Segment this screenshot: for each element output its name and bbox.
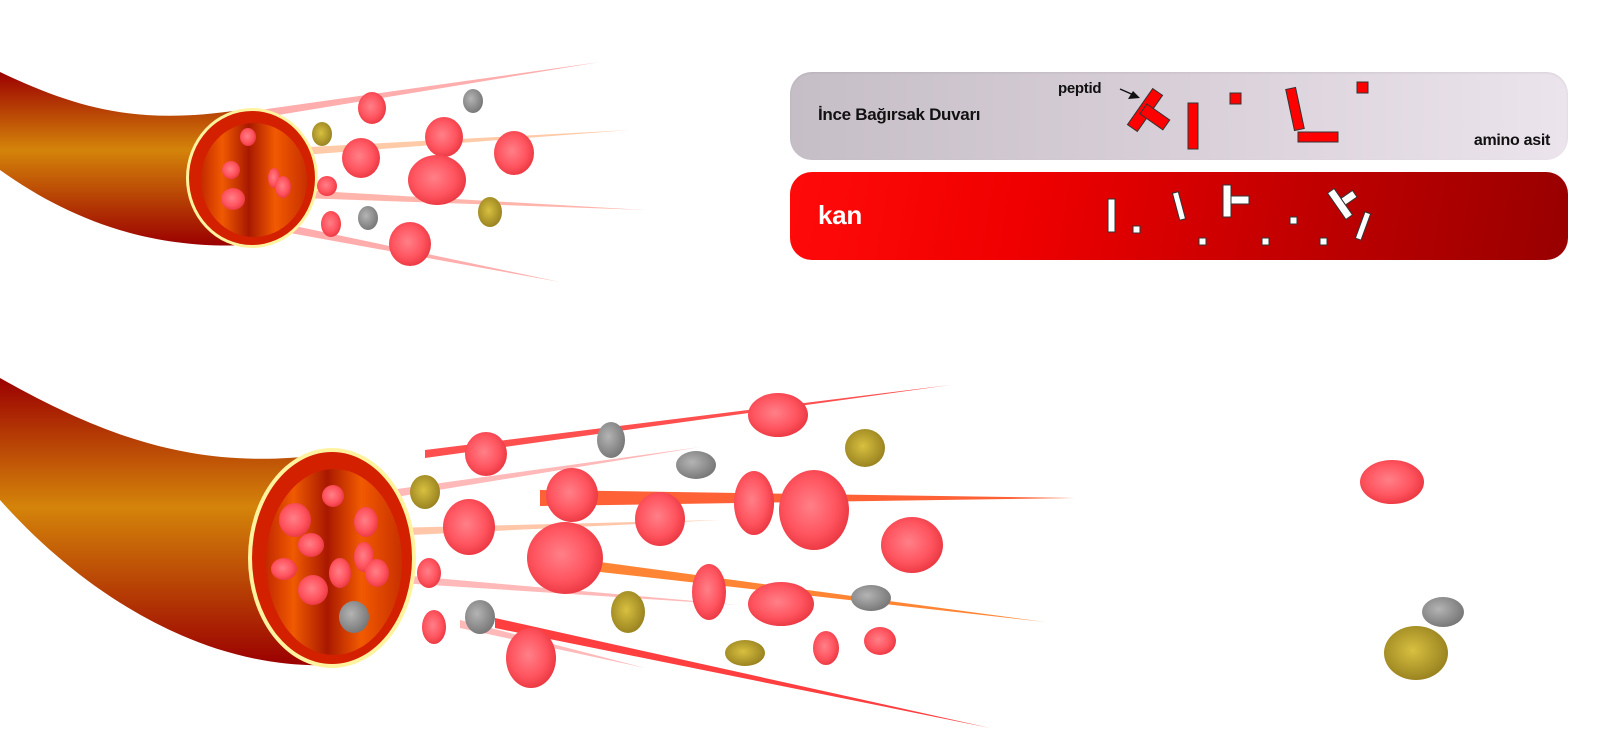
red-blood-cell — [417, 558, 441, 588]
white-blood-cell — [339, 601, 369, 633]
red-blood-cell — [734, 471, 774, 535]
white-blood-cell — [465, 600, 495, 634]
peptide-bar — [1107, 198, 1116, 233]
intestinal-wall-label: İnce Bağırsak Duvarı — [818, 105, 981, 124]
red-blood-cell — [321, 211, 341, 237]
top-outer-cells — [312, 89, 534, 266]
red-blood-cell — [494, 131, 534, 175]
red-blood-cell — [546, 468, 598, 522]
red-blood-cell — [279, 503, 311, 537]
platelet — [478, 197, 502, 227]
red-blood-cell — [322, 485, 344, 507]
peptide-bar — [1354, 211, 1372, 241]
white-blood-cell — [358, 206, 378, 230]
peptide-bar — [1187, 102, 1199, 150]
platelet — [845, 429, 885, 467]
red-blood-cell — [358, 92, 386, 124]
red-blood-cell — [354, 507, 378, 537]
bottom-outer-cells — [410, 393, 943, 688]
red-blood-cell — [425, 117, 463, 157]
platelet — [410, 475, 440, 509]
amino-acid-square — [1132, 225, 1141, 234]
amino-acid-square — [1356, 81, 1369, 94]
red-blood-cell — [881, 517, 943, 573]
red-blood-cell — [298, 575, 328, 605]
white-blood-cell — [597, 422, 625, 458]
red-blood-cell — [222, 161, 240, 179]
streak — [300, 190, 645, 210]
amino-acid-square — [1198, 237, 1207, 246]
red-blood-cell — [635, 492, 685, 546]
streak — [260, 62, 600, 118]
red-blood-cell — [342, 138, 380, 178]
platelet — [611, 591, 645, 633]
red-blood-cell — [813, 631, 839, 665]
blood-panel: kan — [790, 172, 1568, 260]
blood-fragments — [1107, 184, 1372, 246]
red-blood-cell — [275, 176, 291, 198]
peptide-t-fragment — [1326, 187, 1358, 221]
white-blood-cell — [851, 585, 891, 611]
red-blood-cell — [365, 559, 389, 587]
red-blood-cell — [389, 222, 431, 266]
peptide-bar — [1285, 86, 1305, 132]
red-blood-cell — [221, 188, 245, 210]
red-blood-cell — [692, 564, 726, 620]
platelet — [725, 640, 765, 666]
red-blood-cell — [465, 432, 507, 476]
white-blood-cell — [1422, 597, 1464, 627]
red-blood-cell — [506, 628, 556, 688]
streak — [425, 385, 950, 458]
red-blood-cell — [298, 533, 324, 557]
wall-fragments — [1119, 81, 1369, 150]
red-blood-cell — [422, 610, 446, 644]
peptide-arrow-icon — [1119, 88, 1140, 99]
red-blood-cell — [864, 627, 896, 655]
lone-cells — [1360, 460, 1464, 680]
red-blood-cell — [271, 558, 297, 580]
top-vessel-tube — [0, 72, 250, 246]
bottom-vessel-tube — [0, 378, 330, 666]
intestinal-wall-panel: İnce Bağırsak Duvarı peptid amino asit — [790, 72, 1568, 160]
white-blood-cell — [676, 451, 716, 479]
peptide-bar — [1297, 131, 1339, 143]
blood-label: kan — [818, 200, 862, 230]
red-blood-cell — [1360, 460, 1424, 504]
platelet — [312, 122, 332, 146]
red-blood-cell — [408, 155, 466, 205]
streak — [600, 562, 1045, 622]
amino-acid-square — [1319, 237, 1328, 246]
red-blood-cell — [240, 128, 256, 146]
peptide-bar — [1171, 191, 1187, 221]
red-blood-cell — [527, 522, 603, 594]
amino-acid-square — [1229, 92, 1242, 105]
red-blood-cell — [748, 393, 808, 437]
amino-acid-square — [1261, 237, 1270, 246]
top-inner-cells — [221, 128, 291, 210]
peptide-t-fragment — [1126, 87, 1171, 133]
peptide-label: peptid — [1058, 80, 1102, 97]
platelet — [1384, 626, 1448, 680]
amino-acid-label: amino asit — [1473, 132, 1550, 149]
red-blood-cell — [329, 558, 351, 588]
red-blood-cell — [748, 582, 814, 626]
streak — [495, 618, 990, 728]
bottom-inner-cells — [271, 485, 389, 633]
amino-acid-square — [1289, 216, 1298, 225]
red-blood-cell — [443, 499, 495, 555]
bottom-vessel — [0, 378, 1075, 728]
top-vessel — [0, 62, 645, 282]
streak — [390, 447, 700, 498]
red-blood-cell — [779, 470, 849, 550]
peptide-t-fragment — [1222, 184, 1250, 218]
red-blood-cell — [317, 176, 337, 196]
white-blood-cell — [463, 89, 483, 113]
